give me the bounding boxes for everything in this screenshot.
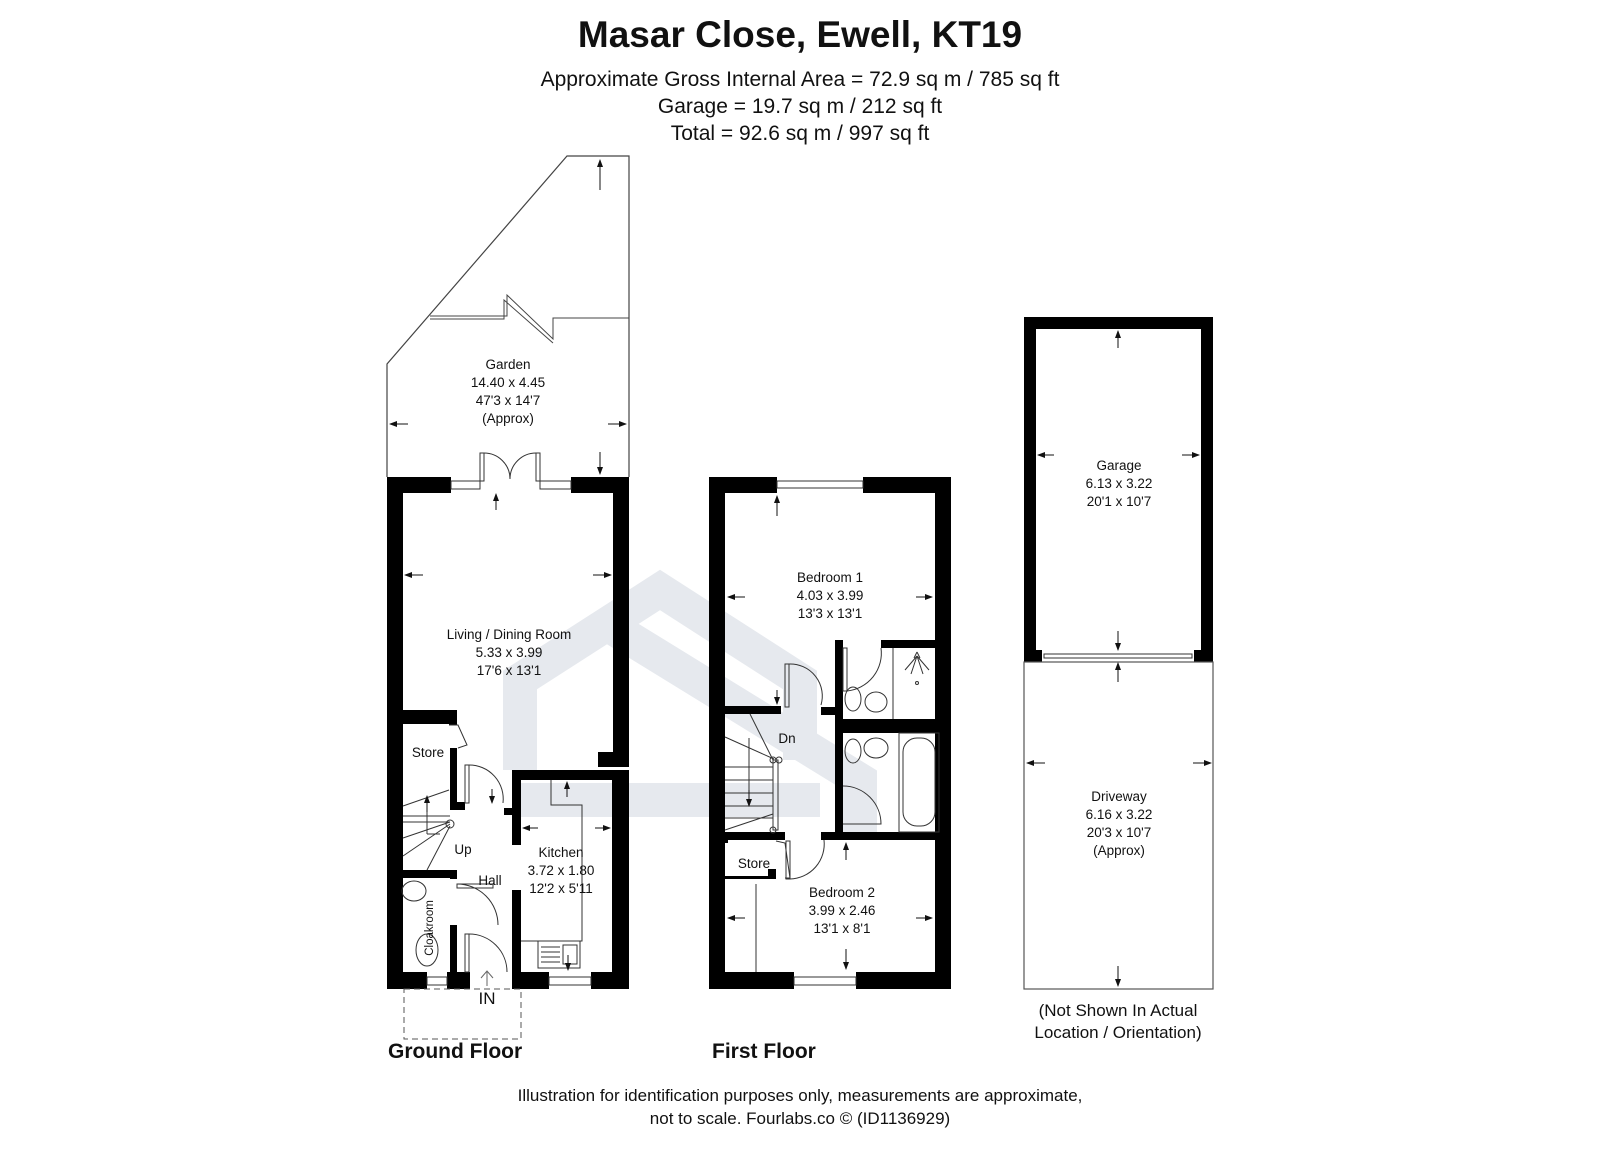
- bedroom1-door: [784, 663, 823, 708]
- first-floor-store-label: Store: [738, 856, 770, 871]
- bathroom-fixtures: [842, 732, 940, 833]
- garden-metric: 14.40 x 4.45: [471, 375, 545, 390]
- garage-driveway-plan: Garage 6.13 x 3.22 20'1 x 10'7 Driveway …: [1023, 317, 1214, 990]
- ground-floor-dimension-arrows: [404, 493, 612, 971]
- ground-floor-walls: [387, 477, 629, 989]
- cloakroom-fixtures: [401, 880, 439, 967]
- first-floor-walls: [709, 477, 951, 989]
- gross-internal-area: Approximate Gross Internal Area = 72.9 s…: [540, 68, 1060, 91]
- first-floor-store-door: [755, 839, 825, 972]
- ground-floor-plan: Garden 14.40 x 4.45 47'3 x 14'7 (Approx)…: [386, 155, 630, 1040]
- disclaimer-line-1: Illustration for identification purposes…: [517, 1086, 1083, 1105]
- garage-door: [1043, 653, 1193, 659]
- ground-floor-stairs: [402, 789, 455, 871]
- store-label: Store: [412, 745, 444, 760]
- disclaimer-footer: Illustration for identification purposes…: [0, 1084, 1600, 1130]
- garage-dimension-arrows: [1026, 330, 1212, 987]
- kitchen-imperial: 12'2 x 5'11: [529, 881, 592, 896]
- ensuite-door: [842, 647, 894, 719]
- bedroom2-metric: 3.99 x 2.46: [809, 903, 876, 918]
- kitchen-units: [521, 780, 583, 969]
- driveway-metric: 6.16 x 3.22: [1086, 807, 1153, 822]
- kitchen-door: [464, 764, 504, 804]
- page-title: Masar Close, Ewell, KT19: [577, 14, 1023, 55]
- first-floor-windows: [776, 480, 864, 986]
- driveway-name: Driveway: [1091, 789, 1147, 804]
- garage-name: Garage: [1096, 458, 1141, 473]
- garage-area: Garage = 19.7 sq m / 212 sq ft: [657, 95, 943, 118]
- entrance-label: IN: [479, 989, 496, 1008]
- location-note-line-2: Location / Orientation): [1034, 1023, 1202, 1042]
- bedroom1-imperial: 13'3 x 13'1: [798, 606, 862, 621]
- porch-outline: [403, 988, 522, 1040]
- ensuite-fixtures: [844, 686, 888, 713]
- hall-label: Hall: [478, 873, 501, 888]
- disclaimer-line-2: not to scale. Fourlabs.co © (ID1136929): [649, 1109, 951, 1128]
- living-metric: 5.33 x 3.99: [476, 645, 543, 660]
- location-note: (Not Shown In Actual Location / Orientat…: [1018, 1000, 1218, 1044]
- entrance-arrow-icon: [480, 970, 494, 986]
- garage-imperial: 20'1 x 10'7: [1087, 494, 1151, 509]
- driveway-imperial: 20'3 x 10'7: [1087, 825, 1151, 840]
- garden-note: (Approx): [482, 411, 534, 426]
- bedroom1-metric: 4.03 x 3.99: [797, 588, 864, 603]
- living-name: Living / Dining Room: [447, 627, 572, 642]
- cloakroom-door: [456, 883, 499, 926]
- ground-floor-label: Ground Floor: [388, 1040, 523, 1063]
- first-floor-stairs: [724, 713, 783, 834]
- stairs-down-label: Dn: [778, 731, 795, 746]
- french-doors: [479, 452, 541, 482]
- ground-floor-windows: [426, 480, 592, 986]
- store-door: [449, 724, 468, 749]
- location-note-line-1: (Not Shown In Actual: [1038, 1001, 1198, 1020]
- garage-walls: [1024, 317, 1213, 662]
- total-area: Total = 92.6 sq m / 997 sq ft: [670, 122, 930, 145]
- first-floor-dimension-arrows: [727, 495, 933, 970]
- first-floor-plan: Bedroom 1 4.03 x 3.99 13'3 x 13'1 Dn Sto…: [709, 477, 951, 989]
- kitchen-name: Kitchen: [538, 845, 583, 860]
- shower-icon: [904, 651, 930, 685]
- garden-dimension-arrows: [389, 159, 627, 475]
- bedroom1-name: Bedroom 1: [797, 570, 863, 585]
- driveway-note: (Approx): [1093, 843, 1145, 858]
- living-imperial: 17'6 x 13'1: [477, 663, 541, 678]
- bedroom2-imperial: 13'1 x 8'1: [814, 921, 871, 936]
- garage-metric: 6.13 x 3.22: [1086, 476, 1153, 491]
- bedroom2-name: Bedroom 2: [809, 885, 875, 900]
- cloakroom-label: Cloakroom: [424, 900, 436, 956]
- garden-imperial: 47'3 x 14'7: [476, 393, 540, 408]
- kitchen-metric: 3.72 x 1.80: [528, 863, 595, 878]
- garden-name: Garden: [485, 357, 530, 372]
- stairs-up-label: Up: [454, 842, 471, 857]
- watermark-logo: [503, 569, 877, 840]
- front-door: [464, 933, 508, 973]
- garden-outline: [386, 155, 630, 477]
- first-floor-label: First Floor: [712, 1040, 816, 1063]
